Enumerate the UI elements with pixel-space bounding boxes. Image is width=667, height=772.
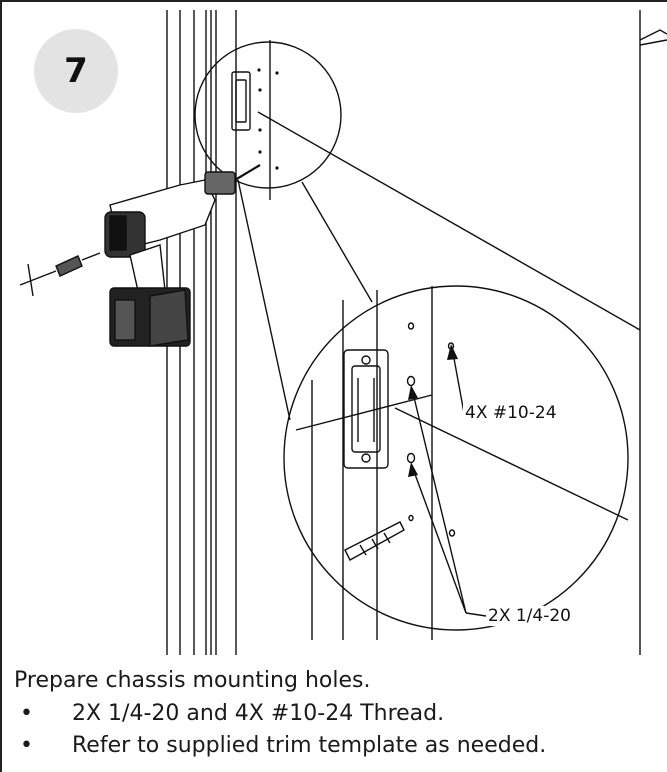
callout-leaders <box>411 352 487 617</box>
mounting-holes <box>406 322 456 537</box>
instruction-text-panel <box>2 655 667 772</box>
cordless-drill <box>104 164 261 347</box>
instruction-bullet-text: 2X 1/4-20 and 4X #10-24 Thread. <box>72 701 445 726</box>
instruction-bullet: • Refer to supplied trim template as need… <box>14 730 654 762</box>
bullet-dot: • <box>20 701 33 726</box>
instruction-bullet-list: • 2X 1/4-20 and 4X #10-24 Thread. • Refer … <box>14 698 654 762</box>
callout-arrowheads <box>408 344 458 477</box>
detail-circle-small <box>194 41 342 189</box>
instruction-bullet: • 2X 1/4-20 and 4X #10-24 Thread. <box>14 698 654 730</box>
bullet-dot: • <box>20 733 33 758</box>
latch-small <box>231 71 251 131</box>
instructions: Prepare chassis mounting holes. • 2X 1/4-… <box>14 666 654 762</box>
step-number-badge: 7 <box>34 29 118 113</box>
detail-large-lines <box>295 286 629 640</box>
cabinet-panel <box>257 10 667 655</box>
callout-small-holes: 4X #10-24 <box>463 403 559 423</box>
instruction-bullet-text: Refer to supplied trim template as neede… <box>72 733 547 758</box>
drill-bit-large <box>344 521 405 561</box>
driver-bit <box>19 252 101 297</box>
detail-circle-large <box>283 285 629 631</box>
latch-large <box>343 349 389 469</box>
instruction-heading: Prepare chassis mounting holes. <box>14 668 371 693</box>
callout-large-holes: 2X 1/4-20 <box>486 606 573 626</box>
